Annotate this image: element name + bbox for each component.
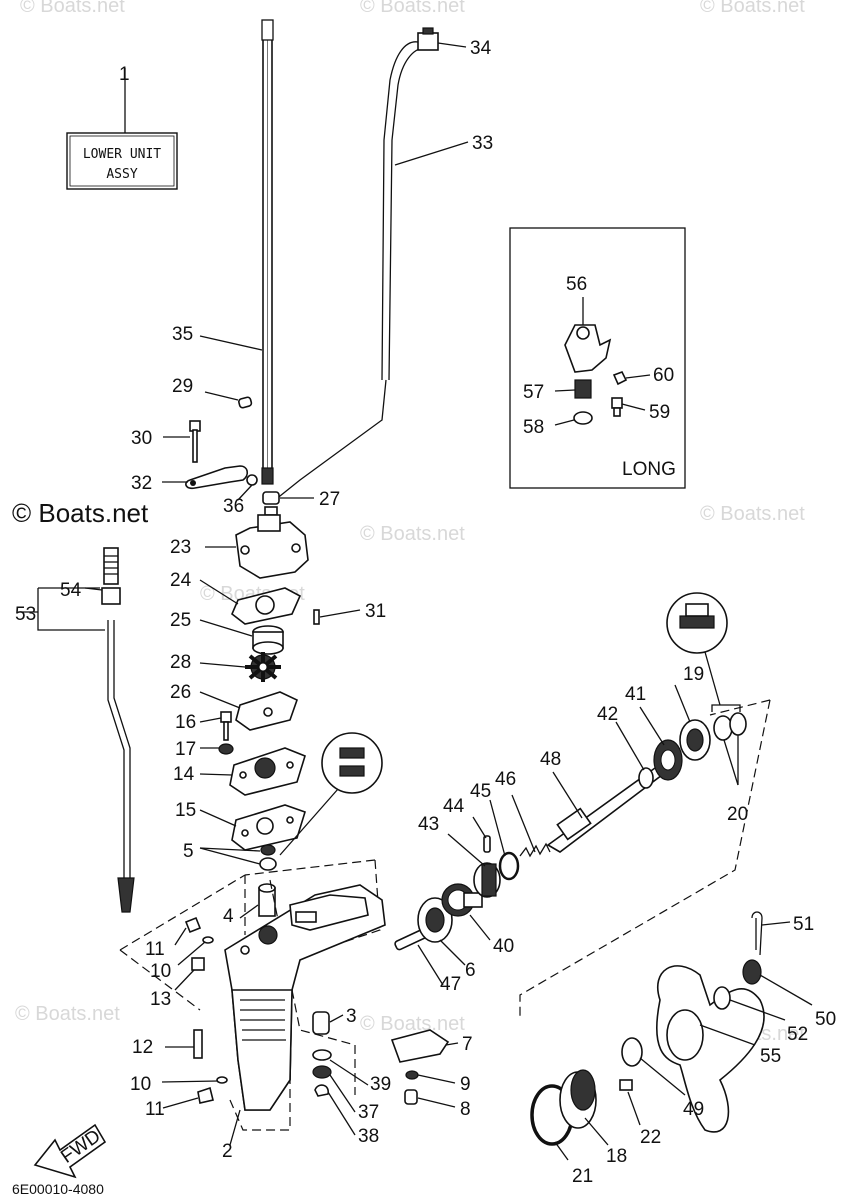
long-shaft-inset: LONG <box>509 227 686 489</box>
part-label: 27 <box>319 489 340 510</box>
part-label: 38 <box>358 1126 379 1147</box>
part-labels: 1 2 3 4 5 6 7 8 9 10 10 11 11 12 13 14 1… <box>15 38 836 1187</box>
part-label: 33 <box>472 133 493 154</box>
part-label: 46 <box>495 769 516 790</box>
part-label: 40 <box>493 936 514 957</box>
part-label: 17 <box>175 739 196 760</box>
part-label: 21 <box>572 1166 593 1187</box>
assy-box-line2: ASSY <box>106 167 137 182</box>
part-label: 54 <box>60 580 82 601</box>
fwd-arrow: FWD <box>33 1123 107 1179</box>
drive-shaft <box>261 19 274 485</box>
part-label: 49 <box>683 1099 704 1120</box>
part-label: 11 <box>145 939 165 960</box>
part-label: 12 <box>132 1037 153 1058</box>
shift-rod-lower <box>18 547 135 913</box>
part-label: 28 <box>170 652 191 673</box>
part-label: 9 <box>460 1074 471 1095</box>
part-label: 57 <box>523 382 544 403</box>
part-label: 10 <box>130 1074 151 1095</box>
assy-box-line1: LOWER UNIT <box>83 147 161 162</box>
part-label: 14 <box>173 764 195 785</box>
part-label: 50 <box>815 1009 836 1030</box>
part-label: 5 <box>183 841 194 862</box>
part-label: 8 <box>460 1099 471 1120</box>
part-label: 18 <box>606 1146 627 1167</box>
part-label: 39 <box>370 1074 391 1095</box>
watermark: © Boats.net <box>700 503 805 525</box>
part-label: 52 <box>787 1024 808 1045</box>
part-label: 42 <box>597 704 618 725</box>
watermark: © Boats.net <box>360 1013 465 1035</box>
part-label: 51 <box>793 914 814 935</box>
gear-train <box>394 699 771 1020</box>
watermark: © Boats.net <box>360 0 465 17</box>
part-label: 4 <box>223 906 234 927</box>
part-label: 3 <box>346 1006 357 1027</box>
drawing-code: 6E00010-4080 <box>12 1181 104 1197</box>
part-label: 29 <box>172 376 193 397</box>
part-label: 7 <box>462 1034 473 1055</box>
part-label: 25 <box>170 610 191 631</box>
part-label: 26 <box>170 682 191 703</box>
part-label: 19 <box>683 664 704 685</box>
seal-detail-callouts <box>279 592 728 856</box>
part-label: 55 <box>760 1046 781 1067</box>
part-label: 48 <box>540 749 561 770</box>
part-label: 24 <box>170 570 192 591</box>
watermark: © Boats.net <box>20 0 125 17</box>
part-label: 44 <box>443 796 465 817</box>
part-label: 1 <box>119 64 130 85</box>
part-label: 23 <box>170 537 191 558</box>
part-label: 58 <box>523 417 544 438</box>
long-box-label: LONG <box>622 459 676 480</box>
part-label: 59 <box>649 402 670 423</box>
part-label: 20 <box>727 804 748 825</box>
lower-case <box>119 859 450 1131</box>
shift-rod-upper <box>274 27 439 501</box>
part-label: 47 <box>440 974 461 995</box>
part-label: 34 <box>470 38 492 59</box>
propeller-assembly <box>530 911 765 1146</box>
part-label: 60 <box>653 365 674 386</box>
part-label: 2 <box>222 1141 233 1162</box>
leader-lines <box>84 42 813 1161</box>
part-label: 36 <box>223 496 244 517</box>
part-label: 30 <box>131 428 152 449</box>
part-label: 13 <box>150 989 171 1010</box>
watermark: © Boats.net <box>15 1003 120 1025</box>
part-label: 35 <box>172 324 193 345</box>
part-label: 41 <box>625 684 646 705</box>
part-label: 6 <box>465 960 476 981</box>
watermark: © Boats.net <box>360 523 465 545</box>
part-label: 53 <box>15 604 36 625</box>
part-label: 43 <box>418 814 439 835</box>
watermark-main: © Boats.net <box>12 498 149 528</box>
left-column-parts <box>185 396 320 917</box>
part-label: 10 <box>150 961 171 982</box>
part-label: 16 <box>175 712 196 733</box>
part-label: 32 <box>131 473 152 494</box>
part-label: 15 <box>175 800 196 821</box>
part-label: 45 <box>470 781 491 802</box>
part-label: 37 <box>358 1102 379 1123</box>
watermark: © Boats.net <box>700 0 805 17</box>
part-label: 56 <box>566 274 587 295</box>
part-label: 22 <box>640 1127 661 1148</box>
part-label: 11 <box>145 1099 165 1120</box>
part-label: 31 <box>365 601 386 622</box>
lower-unit-assy-box: LOWER UNIT ASSY <box>66 68 178 190</box>
